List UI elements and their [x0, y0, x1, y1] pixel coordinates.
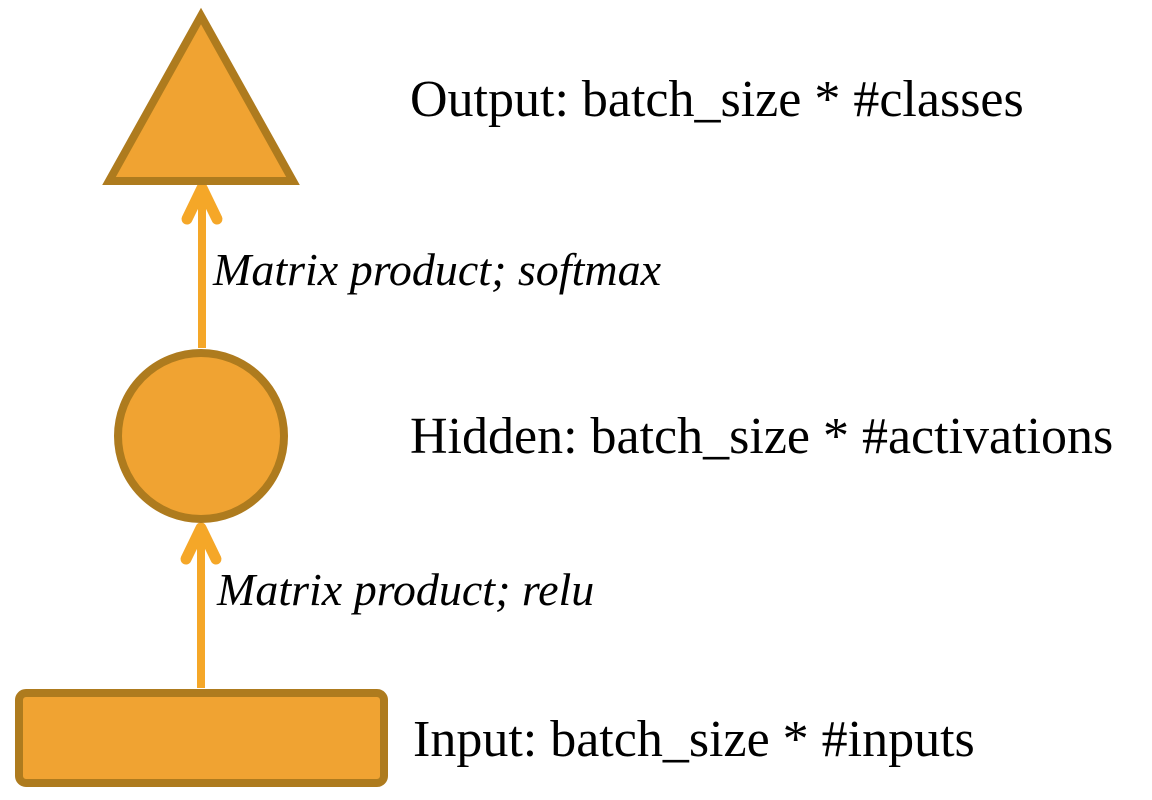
input-rectangle-shape: [15, 689, 388, 787]
arrow-hidden-to-output-icon: [181, 182, 223, 348]
arrow-head-icon: [180, 522, 222, 565]
hidden-circle-shape: [114, 349, 288, 523]
edge-label-relu: Matrix product; relu: [217, 564, 595, 615]
edge-label-softmax: Matrix product; softmax: [213, 244, 662, 295]
output-triangle-shape: [102, 7, 300, 185]
input-label: Input: batch_size * #inputs: [413, 711, 975, 768]
arrow-input-to-hidden-icon: [180, 522, 222, 688]
arrow-head-icon: [181, 182, 223, 225]
output-label: Output: batch_size * #classes: [410, 71, 1024, 128]
hidden-label: Hidden: batch_size * #activations: [410, 408, 1114, 465]
